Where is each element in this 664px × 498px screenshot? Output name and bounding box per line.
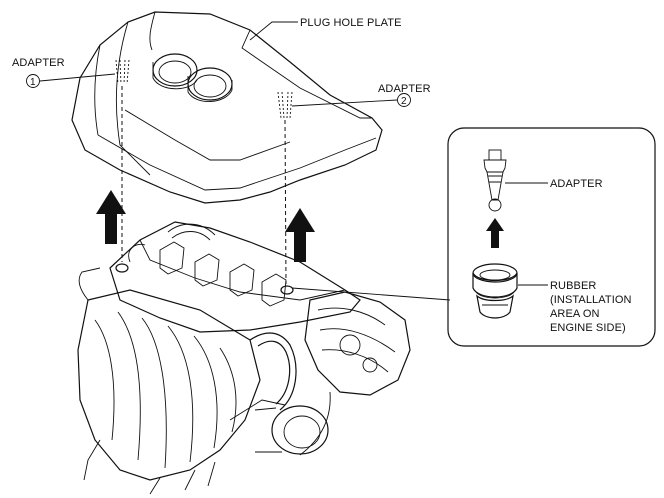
- adapter-2-label: ADAPTER: [378, 83, 431, 95]
- rubber-label-line-1: RUBBER: [550, 280, 596, 292]
- adapter-1-leader: [39, 73, 116, 82]
- callout-2: [397, 93, 411, 107]
- callout-1-number: 1: [30, 77, 36, 88]
- alignment-line-2: [284, 119, 287, 285]
- adapter-detail: [483, 149, 507, 212]
- rubber-grommet-1: [115, 263, 129, 273]
- plug-hole-plate: [71, 11, 383, 204]
- throttle-body: [271, 405, 329, 455]
- rubber-label-line-2: (INSTALLATION: [550, 294, 632, 306]
- up-arrow-icon: [486, 218, 504, 248]
- adapter-2-hidden: [277, 91, 293, 119]
- detail-box: ADAPTER RUBBER (INSTALLATION AREA ON ENG…: [447, 127, 656, 347]
- up-arrow-icon: [285, 208, 315, 262]
- detail-leader: [291, 287, 451, 301]
- rubber-label-line-4: ENGINE SIDE): [550, 322, 626, 334]
- adapter-1-hidden: [115, 59, 130, 85]
- plug-hole-plate-label: PLUG HOLE PLATE: [300, 17, 402, 29]
- callout-2-number: 2: [401, 96, 407, 107]
- callout-1: [26, 74, 40, 88]
- adapter-1-label: ADAPTER: [12, 57, 65, 69]
- plug-hole-plate-leader: [249, 21, 298, 41]
- up-arrow-icon: [96, 190, 126, 244]
- detail-adapter-label: ADAPTER: [550, 178, 603, 190]
- engine-assembly: [77, 221, 411, 495]
- rubber-grommet-2: [280, 285, 294, 295]
- adapter-2-leader: [291, 99, 398, 107]
- rubber-label-line-3: AREA ON: [550, 308, 600, 320]
- rubber-detail: [472, 263, 518, 319]
